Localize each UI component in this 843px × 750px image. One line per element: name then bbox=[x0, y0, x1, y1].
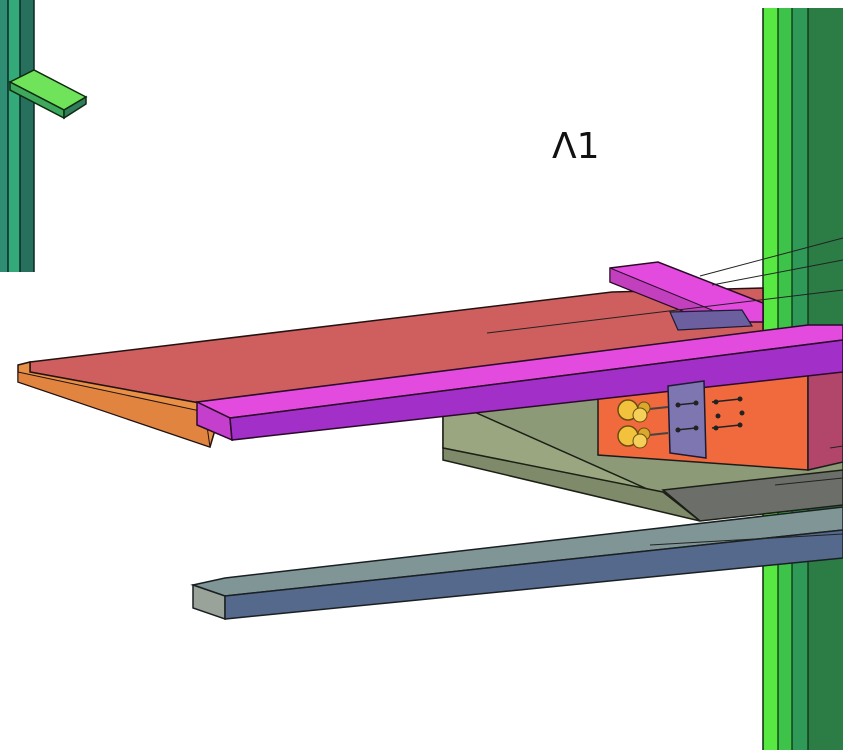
connector-plate bbox=[667, 380, 707, 459]
lower-strut bbox=[190, 506, 843, 621]
bolt-pin bbox=[715, 410, 745, 419]
left-column bbox=[0, 0, 35, 272]
bolt-pin bbox=[711, 422, 743, 431]
bolt-pin bbox=[675, 425, 699, 433]
left-bracket bbox=[8, 69, 88, 120]
edge-beam bbox=[194, 324, 843, 442]
bolt bbox=[632, 433, 648, 449]
floor-slab bbox=[17, 287, 764, 448]
diagram-label: Λ1 bbox=[552, 126, 600, 167]
bolt-pin bbox=[675, 400, 699, 408]
bolt-group bbox=[617, 396, 745, 449]
leader-lines bbox=[486, 237, 843, 546]
bolt-pin bbox=[711, 396, 743, 405]
bolt bbox=[632, 407, 648, 423]
